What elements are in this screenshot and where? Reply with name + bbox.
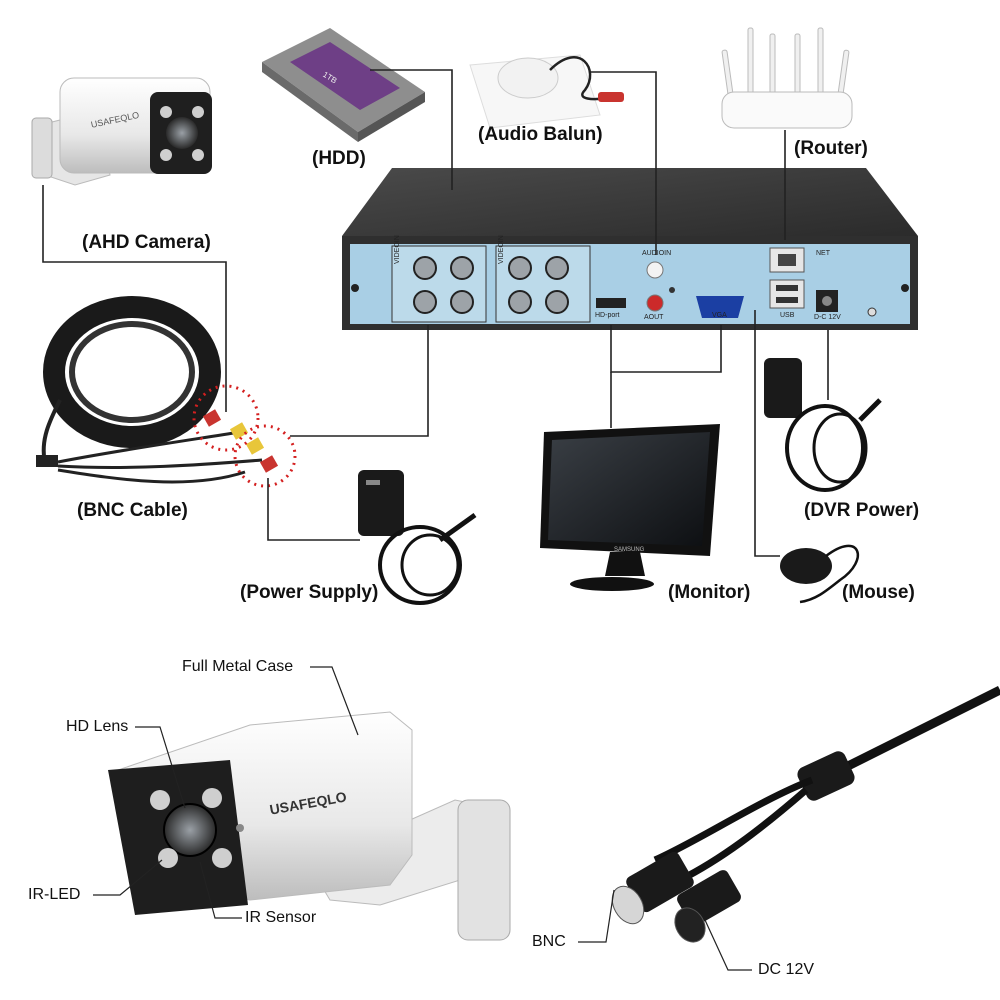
audio-in-label: AUDIOIN — [642, 250, 672, 257]
monitor-image — [540, 424, 720, 591]
router-image — [721, 27, 853, 129]
bnc-cable-image — [36, 296, 297, 488]
dvr-power-label: (DVR Power) — [804, 500, 920, 521]
ir-led-label: IR-LED — [28, 886, 81, 903]
connection-lines — [42, 69, 829, 557]
vga-label: VGA — [712, 312, 727, 319]
hdd-image — [262, 28, 425, 142]
monitor-label: (Monitor) — [668, 582, 751, 603]
leader-lines — [93, 666, 752, 971]
usb-label: USB — [780, 312, 795, 319]
bnc-connector-label: BNC — [532, 933, 566, 950]
audio-out-label: AOUT — [644, 314, 664, 321]
mouse-image — [780, 544, 859, 604]
router-label: (Router) — [794, 138, 868, 159]
ir-sensor-label: IR Sensor — [245, 909, 317, 926]
net-label: NET — [816, 250, 830, 257]
monitor-brand-text: SAMSUNG — [614, 547, 645, 553]
dvr-power-image — [764, 358, 882, 492]
hdd-label: (HDD) — [312, 148, 366, 169]
mouse-label: (Mouse) — [842, 582, 915, 603]
hd-port-label: HD-port — [595, 312, 620, 319]
bnc-cable-label: (BNC Cable) — [77, 500, 188, 521]
audio-balun-label: (Audio Balun) — [478, 124, 603, 145]
full-metal-case-label: Full Metal Case — [182, 658, 294, 675]
power-supply-label: (Power Supply) — [240, 582, 379, 603]
video-in-2-label: VIDEOIN — [498, 235, 505, 264]
dc-label: D-C 12V — [814, 314, 841, 321]
power-supply-image — [358, 470, 477, 605]
hd-lens-label: HD Lens — [66, 718, 129, 735]
video-in-1-label: VIDEOIN — [394, 235, 401, 264]
dvr-recorder — [342, 168, 918, 330]
dc12v-connector-label: DC 12V — [758, 961, 815, 978]
ahd-camera-label: (AHD Camera) — [82, 232, 211, 253]
camera-detail-image — [108, 711, 511, 941]
cable-detail-image — [611, 685, 1000, 943]
audio-balun-image — [469, 54, 624, 129]
ahd-camera-image — [31, 77, 212, 186]
